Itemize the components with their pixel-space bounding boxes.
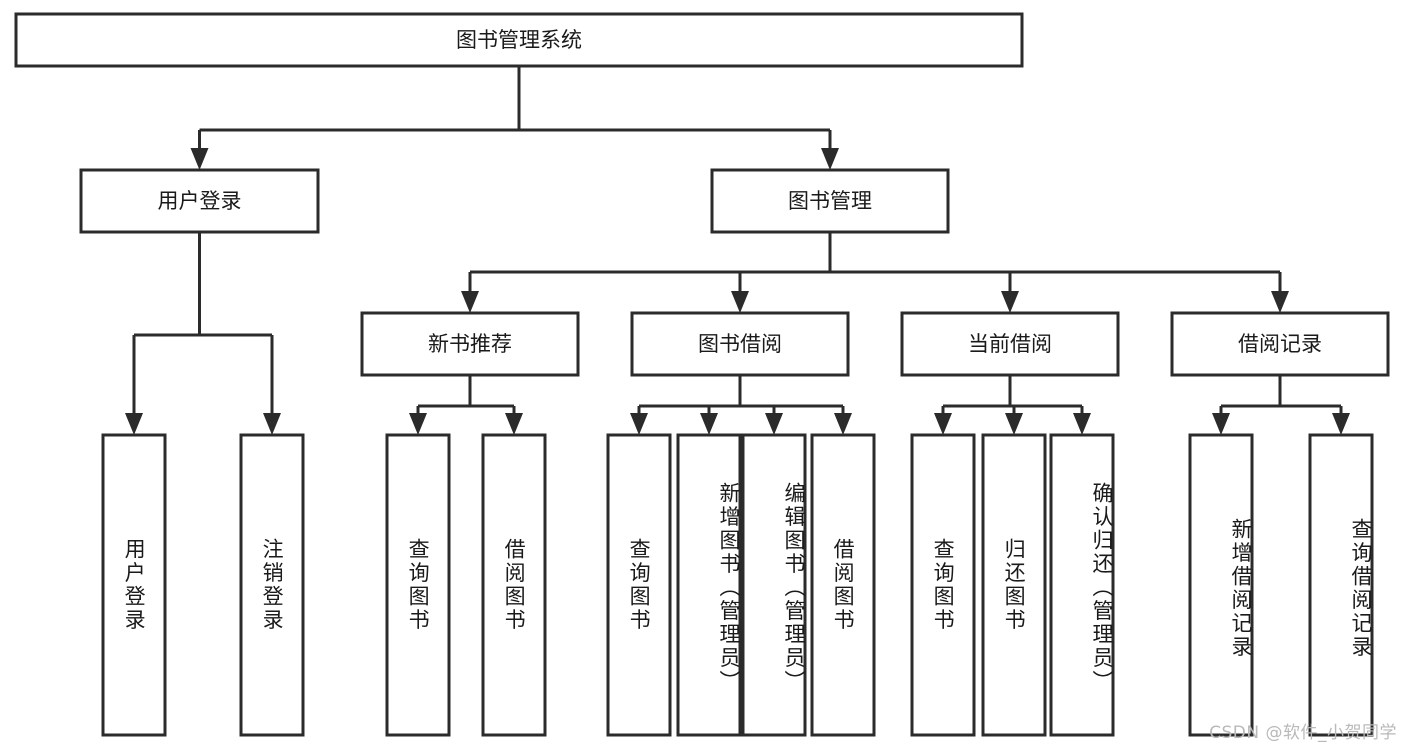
new-book-recommend-to-query-book-1-arrow-icon	[409, 413, 427, 435]
book-manage-to-book-borrow-arrow-icon	[731, 291, 749, 313]
node-borrow-record[interactable]: 借阅记录	[1170, 311, 1390, 377]
book-borrow-to-query-book-2-arrow-icon	[630, 413, 648, 435]
node-query-borrow-record-box[interactable]	[1308, 433, 1374, 737]
node-book-manage-label: 图书管理	[788, 189, 872, 213]
node-borrow-book-2-box[interactable]	[810, 433, 876, 737]
node-user-login-do[interactable]	[101, 433, 167, 737]
node-return-book-box[interactable]	[981, 433, 1047, 737]
node-user-login-do-box[interactable]	[101, 433, 167, 737]
new-book-recommend-to-borrow-book-1-arrow-icon	[505, 413, 523, 435]
book-manage-to-new-book-recommend-arrow-icon	[461, 291, 479, 313]
node-borrow-book-1-box[interactable]	[481, 433, 547, 737]
book-borrow-to-edit-book-admin-arrow-icon	[765, 413, 783, 435]
root-to-user-login-arrow-icon	[190, 148, 209, 170]
node-user-logout[interactable]	[239, 433, 305, 737]
node-query-book-1[interactable]	[385, 433, 451, 737]
node-borrow-book-2[interactable]	[810, 433, 876, 737]
user-login-to-user-login-do-arrow-icon	[125, 413, 143, 435]
node-user-login-box[interactable]	[79, 168, 320, 234]
node-new-book-recommend-label: 新书推荐	[428, 332, 512, 356]
node-user-login-label: 用户登录	[158, 189, 242, 213]
user-login-to-user-logout-arrow-icon	[263, 413, 281, 435]
node-book-borrow-box[interactable]	[630, 311, 850, 377]
node-add-book-admin-box[interactable]	[676, 433, 742, 737]
node-root[interactable]: 图书管理系统	[14, 12, 1024, 68]
node-borrow-record-box[interactable]	[1170, 311, 1390, 377]
book-borrow-to-add-book-admin-arrow-icon	[700, 413, 718, 435]
node-edit-book-admin-box[interactable]	[741, 433, 807, 737]
node-book-borrow-label: 图书借阅	[698, 332, 782, 356]
borrow-record-to-query-borrow-record-arrow-icon	[1332, 413, 1350, 435]
node-book-manage[interactable]: 图书管理	[710, 168, 950, 234]
node-root-box[interactable]	[14, 12, 1024, 68]
watermark: CSDN @软件_小贺同学	[1209, 723, 1397, 743]
current-borrow-to-confirm-return-admin-arrow-icon	[1073, 413, 1091, 435]
borrow-record-to-add-borrow-record-arrow-icon	[1212, 413, 1230, 435]
node-query-book-2-box[interactable]	[606, 433, 672, 737]
node-book-borrow[interactable]: 图书借阅	[630, 311, 850, 377]
node-current-borrow-box[interactable]	[900, 311, 1120, 377]
node-current-borrow-label: 当前借阅	[968, 332, 1052, 356]
node-query-book-3-box[interactable]	[910, 433, 976, 737]
node-current-borrow[interactable]: 当前借阅	[900, 311, 1120, 377]
node-confirm-return-admin[interactable]	[1049, 433, 1115, 737]
node-add-book-admin[interactable]	[676, 433, 742, 737]
node-user-login[interactable]: 用户登录	[79, 168, 320, 234]
node-root-label: 图书管理系统	[456, 28, 582, 52]
node-add-borrow-record[interactable]	[1188, 433, 1254, 737]
connector-layer	[125, 66, 1350, 435]
node-new-book-recommend[interactable]: 新书推荐	[360, 311, 580, 377]
node-borrow-book-1[interactable]	[481, 433, 547, 737]
node-user-logout-box[interactable]	[239, 433, 305, 737]
node-confirm-return-admin-box[interactable]	[1049, 433, 1115, 737]
node-return-book[interactable]	[981, 433, 1047, 737]
node-query-book-1-box[interactable]	[385, 433, 451, 737]
node-query-book-2[interactable]	[606, 433, 672, 737]
current-borrow-to-return-book-arrow-icon	[1005, 413, 1023, 435]
node-edit-book-admin[interactable]	[741, 433, 807, 737]
current-borrow-to-query-book-3-arrow-icon	[934, 413, 952, 435]
node-new-book-recommend-box[interactable]	[360, 311, 580, 377]
book-manage-to-current-borrow-arrow-icon	[1001, 291, 1019, 313]
node-query-borrow-record[interactable]	[1308, 433, 1374, 737]
root-to-book-manage-arrow-icon	[821, 148, 839, 170]
node-borrow-record-label: 借阅记录	[1238, 332, 1322, 356]
book-manage-to-borrow-record-arrow-icon	[1271, 291, 1289, 313]
node-book-manage-box[interactable]	[710, 168, 950, 234]
book-borrow-to-borrow-book-2-arrow-icon	[834, 413, 852, 435]
node-add-borrow-record-box[interactable]	[1188, 433, 1254, 737]
node-query-book-3[interactable]	[910, 433, 976, 737]
